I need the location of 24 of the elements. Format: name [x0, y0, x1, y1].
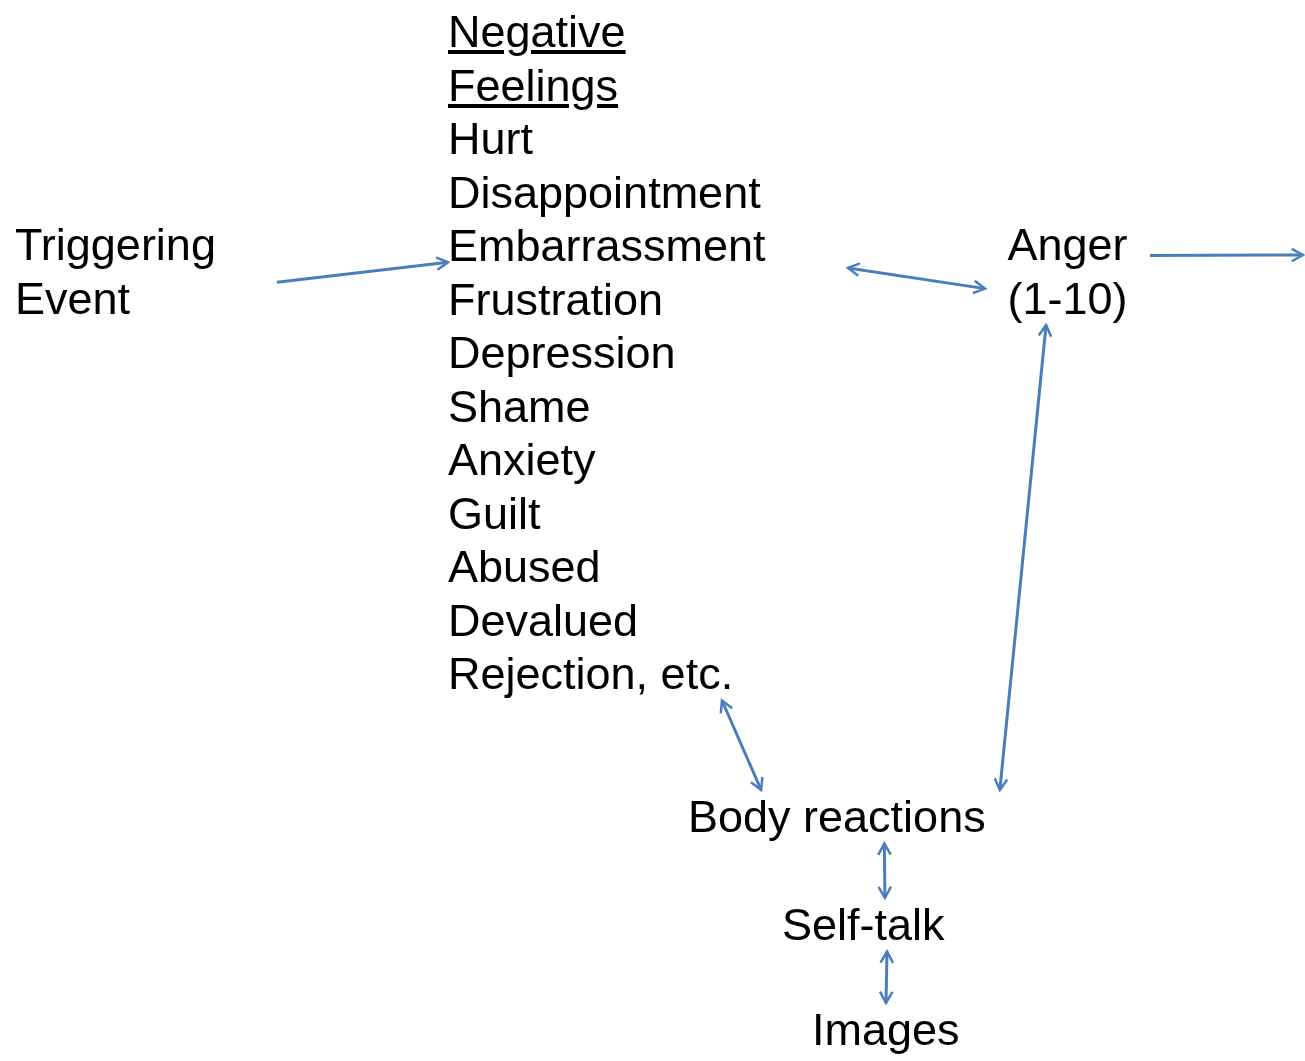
arrow — [846, 262, 987, 295]
list-item: Rejection, etc. — [448, 647, 735, 701]
list-item: Hurt — [448, 112, 534, 166]
images-label: Images — [812, 1003, 961, 1057]
list-item: Abused — [448, 540, 602, 594]
list-item: Shame — [448, 379, 592, 433]
list-heading: Negative Feelings — [448, 5, 627, 112]
list-item: Embarrassment — [448, 219, 767, 273]
arrow — [719, 699, 764, 792]
list-item: Devalued — [448, 593, 640, 647]
self-talk-label: Self-talk — [782, 898, 946, 952]
arrow — [876, 842, 893, 900]
arrow — [276, 256, 450, 284]
list-item: Frustration — [448, 272, 665, 326]
list-item: Guilt — [448, 486, 542, 540]
anger-label: Anger (1-10) — [1006, 218, 1129, 325]
body-reactions-label: Body reactions — [688, 790, 987, 844]
arrow — [878, 950, 895, 1005]
event-label: Triggering Event — [15, 218, 217, 325]
arrow — [1150, 247, 1305, 263]
list-item: Disappointment — [448, 165, 762, 219]
list-item: Anxiety — [448, 433, 597, 487]
list-item: Depression — [448, 326, 677, 380]
arrow — [993, 323, 1053, 792]
